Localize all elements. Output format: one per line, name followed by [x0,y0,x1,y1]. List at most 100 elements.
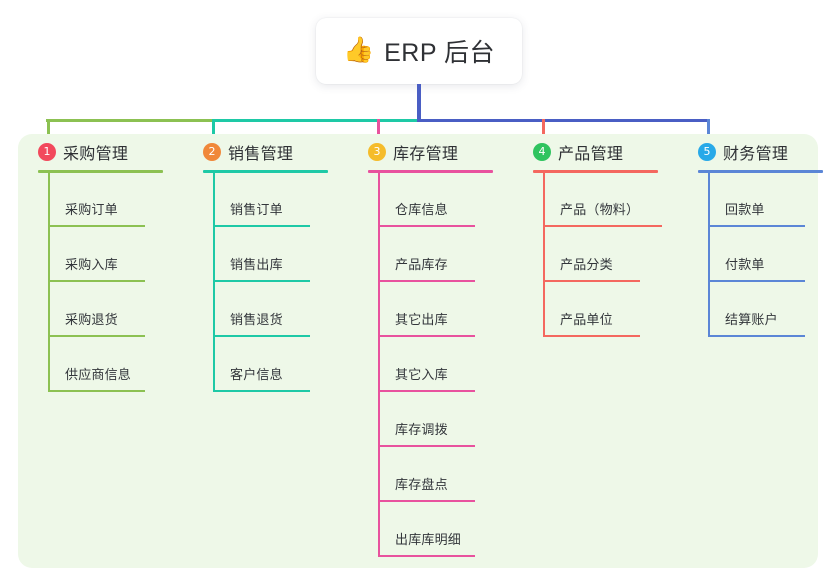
thumbs-up-icon: 👍 [342,35,375,64]
list-item-label: 其它入库 [395,367,448,382]
column-header-1[interactable]: 1 采购管理 [18,134,183,170]
list-item-label: 产品单位 [560,312,613,327]
column-header-2[interactable]: 2 销售管理 [183,134,348,170]
list-item[interactable]: 仓库信息 [378,172,518,227]
column-underline-4 [533,170,658,173]
list-item-label: 销售退货 [230,312,283,327]
column-items-5: 回款单付款单结算账户 [708,172,839,337]
list-item-label: 产品（物料） [560,202,640,217]
column-title-5: 财务管理 [723,146,789,163]
list-item-label: 出库库明细 [395,532,462,547]
list-item-rule [378,225,475,227]
list-item-rule [213,335,310,337]
list-item-label: 产品分类 [560,257,613,272]
column-spine-1 [48,172,50,392]
list-item[interactable]: 产品单位 [543,282,683,337]
root-node-card[interactable]: 👍 ERP 后台 [316,18,522,84]
page-title: ERP 后台 [384,39,496,67]
column-spine-3 [378,172,380,557]
column-header-4[interactable]: 4 产品管理 [513,134,678,170]
column-badge-3: 3 [368,143,386,161]
list-item[interactable]: 产品库存 [378,227,518,282]
column-underline-2 [203,170,328,173]
list-item-label: 采购订单 [65,202,118,217]
list-item[interactable]: 销售出库 [213,227,353,282]
list-item[interactable]: 采购退货 [48,282,188,337]
list-item-rule [48,225,145,227]
list-item-rule [543,335,640,337]
column-title-4: 产品管理 [558,146,624,163]
mindmap-panel: 1 采购管理采购订单采购入库采购退货供应商信息 2 销售管理销售订单销售出库销售退货客… [18,134,823,568]
column-badge-1: 1 [38,143,56,161]
list-item-rule [708,335,805,337]
column-header-5[interactable]: 5 财务管理 [678,134,839,170]
list-item-label: 库存盘点 [395,477,448,492]
branch-bar-segment-3 [417,119,710,122]
list-item-label: 产品库存 [395,257,448,272]
list-item[interactable]: 产品（物料） [543,172,683,227]
column-spine-2 [213,172,215,392]
trunk-line [417,84,421,122]
column-badge-2: 2 [203,143,221,161]
list-item-rule [378,555,475,557]
list-item-rule [378,390,475,392]
list-item-label: 付款单 [725,257,765,272]
list-item[interactable]: 采购入库 [48,227,188,282]
list-item-label: 客户信息 [230,367,283,382]
list-item[interactable]: 产品分类 [543,227,683,282]
list-item[interactable]: 付款单 [708,227,839,282]
column-5: 5 财务管理回款单付款单结算账户 [678,134,839,337]
list-item[interactable]: 结算账户 [708,282,839,337]
column-badge-4: 4 [533,143,551,161]
list-item-rule [213,225,310,227]
list-item-rule [708,225,805,227]
column-spine-5 [708,172,710,337]
column-title-1: 采购管理 [63,146,129,163]
list-item[interactable]: 其它入库 [378,337,518,392]
column-title-3: 库存管理 [393,146,459,163]
list-item-label: 结算账户 [725,312,778,327]
list-item-label: 采购退货 [65,312,118,327]
list-item[interactable]: 出库库明细 [378,502,518,557]
list-item-rule [378,335,475,337]
list-item-rule [213,390,310,392]
list-item-label: 销售订单 [230,202,283,217]
list-item-rule [378,280,475,282]
column-underline-5 [698,170,823,173]
column-header-3[interactable]: 3 库存管理 [348,134,513,170]
list-item-label: 库存调拨 [395,422,448,437]
column-4: 4 产品管理产品（物料） 产品分类产品单位 [513,134,678,337]
column-2: 2 销售管理销售订单销售出库销售退货客户信息 [183,134,348,392]
list-item[interactable]: 回款单 [708,172,839,227]
list-item-rule [378,445,475,447]
column-badge-5: 5 [698,143,716,161]
list-item-label: 回款单 [725,202,765,217]
list-item-rule [213,280,310,282]
column-title-2: 销售管理 [228,146,294,163]
list-item-rule [378,500,475,502]
column-spine-4 [543,172,545,337]
list-item[interactable]: 库存调拨 [378,392,518,447]
list-item[interactable]: 销售退货 [213,282,353,337]
column-items-3: 仓库信息产品库存其它出库其它入库库存调拨库存盘点出库库明细 [378,172,518,557]
column-underline-3 [368,170,493,173]
list-item[interactable]: 供应商信息 [48,337,188,392]
column-items-2: 销售订单销售出库销售退货客户信息 [213,172,353,392]
list-item-rule [48,335,145,337]
list-item-label: 供应商信息 [65,367,132,382]
branch-bar-segment-1 [46,119,213,122]
list-item[interactable]: 库存盘点 [378,447,518,502]
list-item-label: 销售出库 [230,257,283,272]
list-item-label: 其它出库 [395,312,448,327]
list-item-rule [708,280,805,282]
list-item[interactable]: 采购订单 [48,172,188,227]
list-item-rule [48,280,145,282]
list-item[interactable]: 其它出库 [378,282,518,337]
list-item-rule [48,390,145,392]
column-items-4: 产品（物料） 产品分类产品单位 [543,172,683,337]
list-item-rule [543,225,662,227]
list-item[interactable]: 销售订单 [213,172,353,227]
list-item[interactable]: 客户信息 [213,337,353,392]
